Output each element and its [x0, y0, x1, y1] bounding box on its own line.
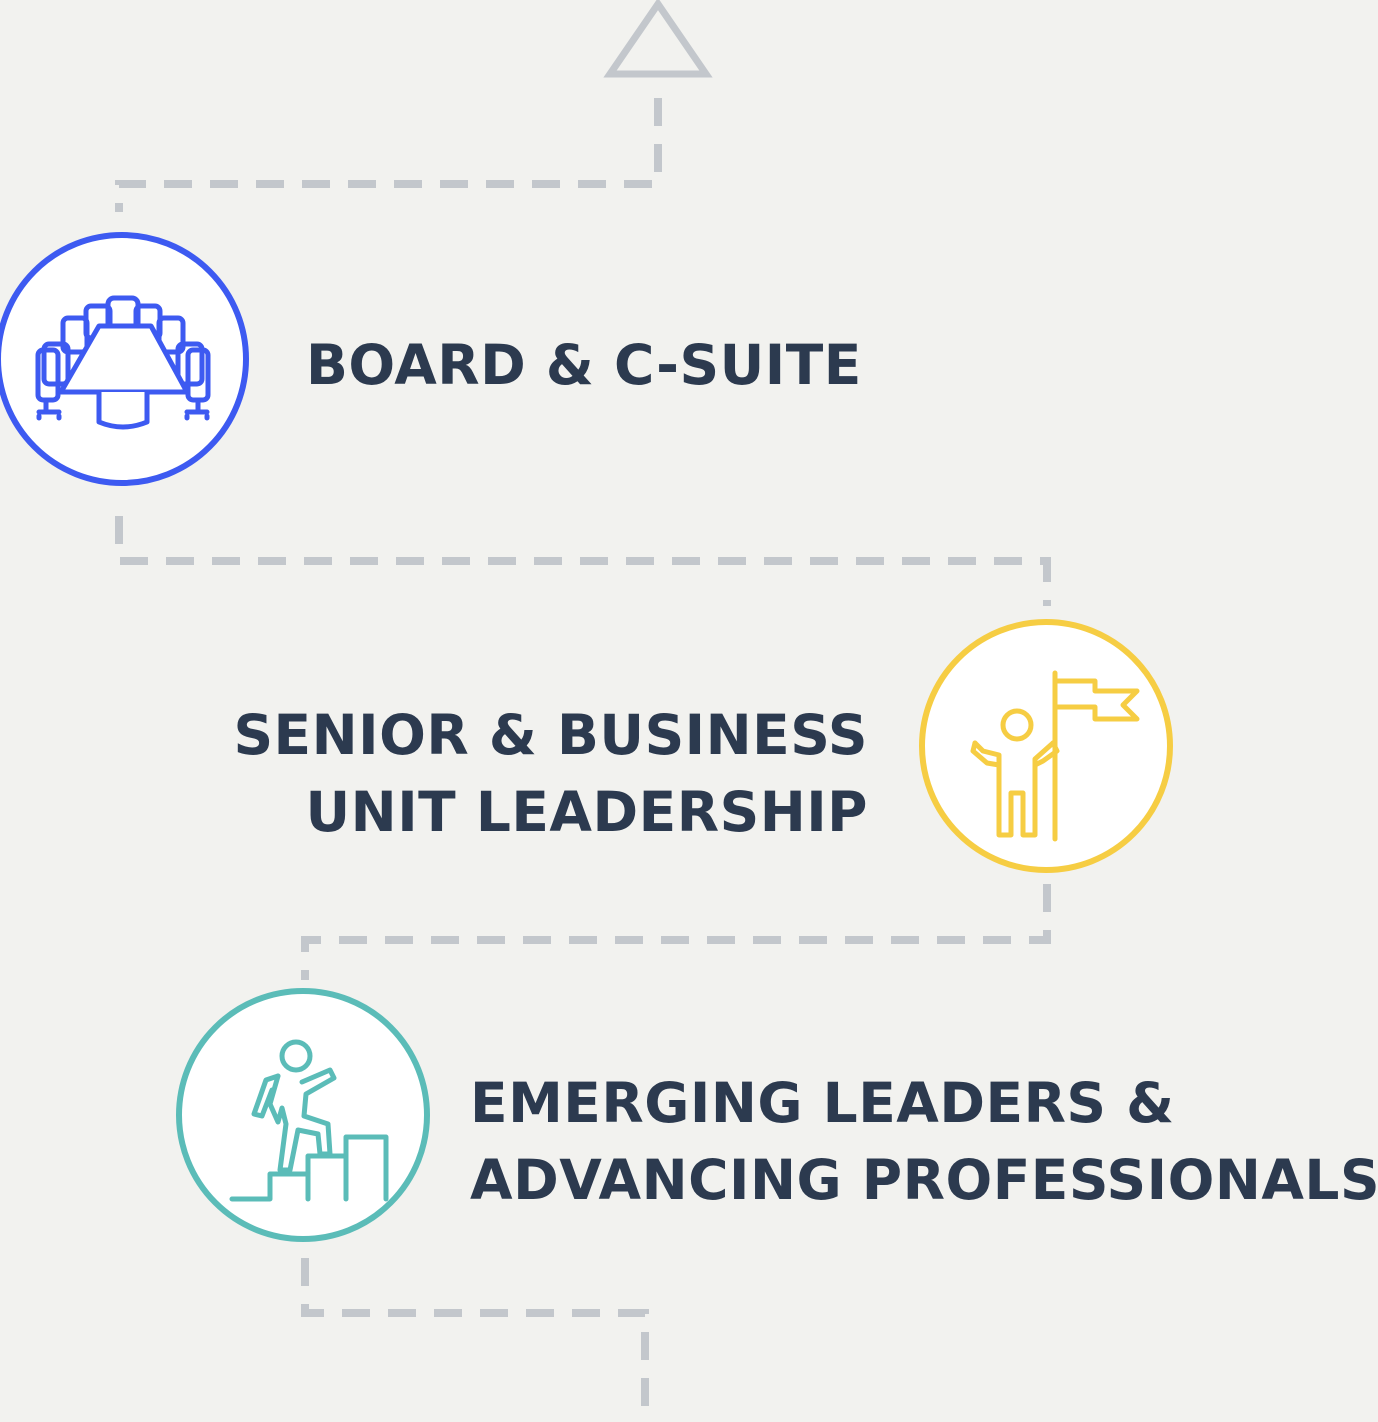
senior-level-label-line-2: UNIT LEADERSHIP [305, 780, 868, 844]
emerging-level-label-line-1: EMERGING LEADERS & [470, 1071, 1175, 1135]
senior-level-badge [919, 619, 1173, 873]
emerging-level-label: EMERGING LEADERS & ADVANCING PROFESSIONA… [470, 1065, 1378, 1219]
emerging-level-badge [176, 988, 430, 1242]
emerging-level-label-line-2: ADVANCING PROFESSIONALS [470, 1148, 1378, 1212]
dashed-connector-board-senior [115, 516, 1051, 606]
person-climbing-stairs-icon [229, 1039, 389, 1202]
boardroom-table-icon [35, 295, 211, 430]
dashed-connector-top [115, 98, 662, 212]
up-arrow-icon [603, 0, 713, 78]
dashed-connector-bottom [301, 1258, 649, 1422]
person-with-flag-icon [970, 670, 1140, 842]
board-level-label: BOARD & C-SUITE [306, 327, 862, 404]
senior-level-label-line-1: SENIOR & BUSINESS [233, 703, 868, 767]
senior-level-label: SENIOR & BUSINESS UNIT LEADERSHIP [233, 697, 868, 851]
dashed-connector-senior-emerging [301, 884, 1051, 980]
board-level-label-line: BOARD & C-SUITE [306, 333, 862, 397]
board-level-badge [0, 232, 249, 486]
